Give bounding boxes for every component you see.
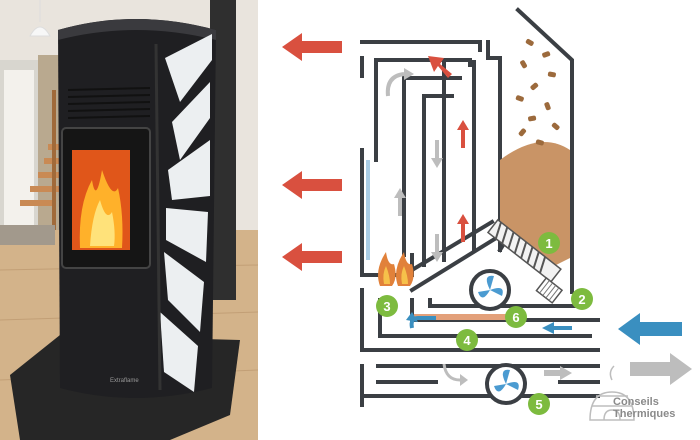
circulation-arrows [385,68,443,262]
callout-2: 2 [571,288,593,310]
callout-6: 6 [505,306,527,328]
white-decor-panel [160,34,212,392]
callouts: 1 2 3 4 5 6 [376,232,593,415]
hot-flow-arrow-1 [457,120,469,148]
hot-flow-arrow-3 [428,56,452,78]
brand-line-2: Thermiques [613,408,676,420]
hot-flow-arrows [428,56,469,242]
top-grille [67,87,151,119]
smoke-outlet-arrow [630,353,692,385]
hot-air-arrow-middle [282,171,342,199]
hot-flow-arrow-2 [457,214,469,242]
gray-arrow-up [394,188,406,216]
callout-5: 5 [528,393,550,415]
callout-4: 4 [456,329,478,351]
stove-photo: Extraflame [0,0,258,440]
stove-brand-label: Extraflame [110,378,139,384]
smoke-extractor-fan-icon [485,363,527,405]
gray-arrow-down-2 [431,234,443,262]
smoke-arrow-small [544,366,572,380]
hot-air-arrow-top [282,33,342,61]
cold-air-inlet-arrow [618,313,682,345]
convection-fan-icon [469,269,511,311]
callout-2-label: 2 [578,292,585,307]
gray-arrow-down-1 [431,140,443,168]
gray-curved-arrow [385,72,405,97]
blue-inlet-arrow [542,322,572,334]
stair-rail [52,90,56,240]
brand-logo-icon [589,365,635,421]
hot-air-outlet-arrows [282,33,342,271]
heat-exchanger-bar [414,314,512,320]
ceiling-lamp [29,26,51,37]
callout-1-label: 1 [545,236,552,251]
callout-3-label: 3 [383,299,390,314]
callout-3: 3 [376,295,398,317]
stove-diagram: 1 2 3 4 5 6 [282,7,692,421]
brand-wordmark: Conseils Thermiques [613,396,675,420]
callout-4-label: 4 [463,333,471,348]
auger-screw [486,218,562,283]
falling-pellets [515,38,560,146]
auger-motor [535,276,564,304]
callout-1: 1 [538,232,560,254]
callout-6-label: 6 [512,310,519,325]
hot-air-arrow-bottom [282,243,342,271]
flame-icons [378,252,414,286]
brand-line-1: Conseils [613,396,659,408]
callout-5-label: 5 [535,397,542,412]
smoke-path-curve [442,363,461,382]
rug [0,225,55,245]
